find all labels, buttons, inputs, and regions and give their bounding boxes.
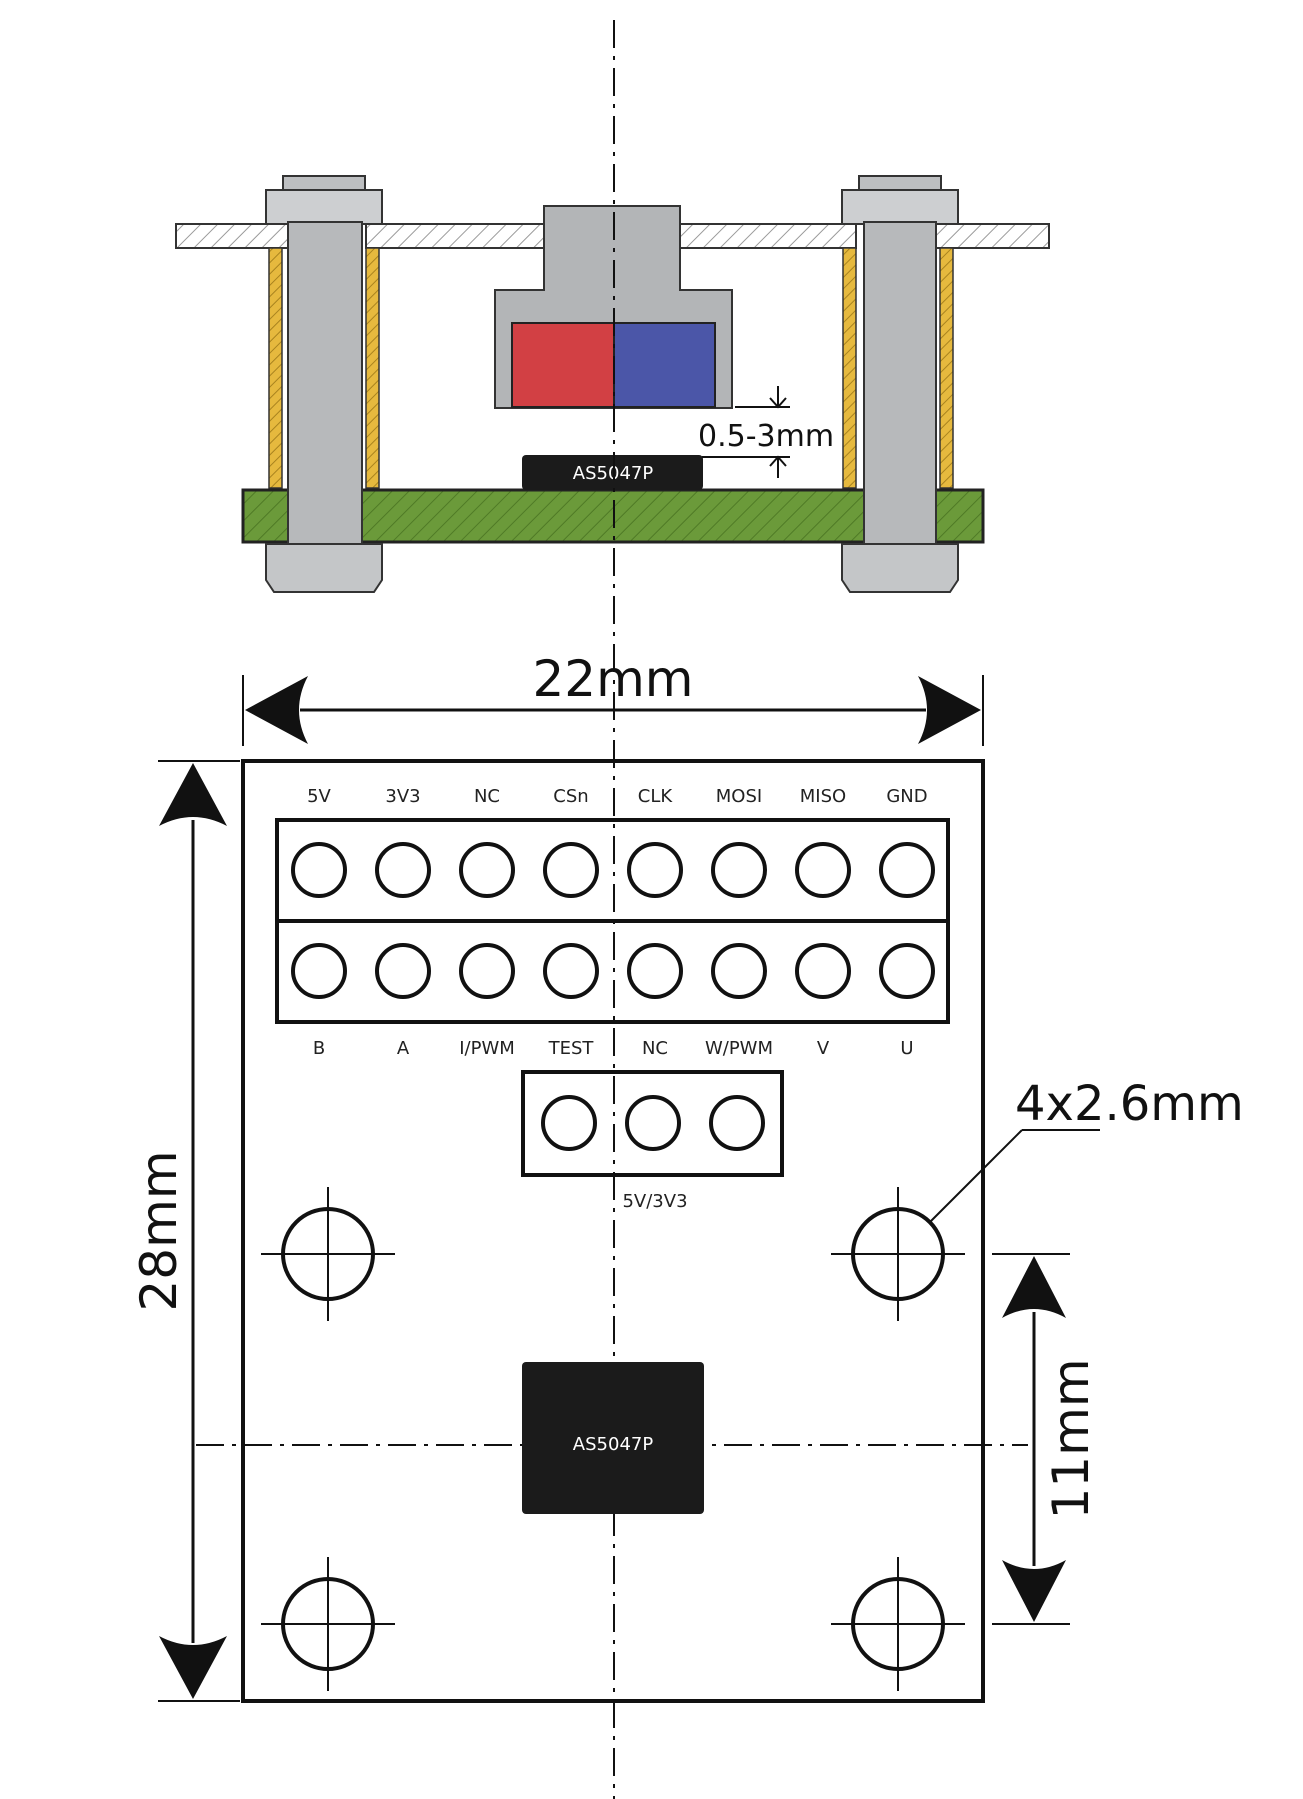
height-dimension	[158, 760, 240, 1702]
pin-hole	[711, 842, 767, 898]
sensor-chip-top-label: AS5047P	[573, 1434, 654, 1455]
hole-leader	[929, 1129, 1100, 1223]
screw-left	[265, 175, 383, 593]
bottom-pin-label: I/PWM	[459, 1038, 515, 1059]
air-gap-dimension	[702, 386, 790, 478]
air-gap-label: 0.5-3mm	[698, 419, 834, 454]
jumper-pin	[625, 1095, 681, 1151]
top-pin-label: 5V	[307, 786, 331, 807]
pin-hole	[627, 842, 683, 898]
screw-right	[841, 175, 959, 593]
pin-hole	[543, 943, 599, 999]
mounting-hole	[831, 1187, 965, 1321]
jumper-header	[521, 1070, 784, 1177]
sensor-chip-top	[522, 1362, 704, 1514]
mounting-hole	[261, 1557, 395, 1691]
pin-hole	[627, 943, 683, 999]
top-plate-right	[934, 223, 1050, 249]
bottom-pin-label: U	[900, 1038, 913, 1059]
bottom-pin-label: TEST	[548, 1038, 595, 1059]
height-label: 28mm	[130, 1150, 188, 1311]
pin-hole	[543, 842, 599, 898]
pin-hole	[879, 842, 935, 898]
pin-hole	[459, 842, 515, 898]
top-pin-label: MISO	[800, 786, 846, 807]
pin-hole	[375, 943, 431, 999]
offset-dimension	[992, 1253, 1070, 1625]
top-pin-label: CLK	[638, 786, 674, 807]
pin-holes	[291, 842, 935, 999]
spacer-left-inner	[365, 247, 380, 489]
width-label: 22mm	[532, 650, 693, 708]
top-pin-label: 3V3	[385, 786, 420, 807]
top-plate-left	[175, 223, 289, 249]
bottom-pin-label: W/PWM	[705, 1038, 773, 1059]
mounting-hole	[831, 1557, 965, 1691]
sensor-chip-side	[522, 455, 703, 490]
offset-label: 11mm	[1042, 1358, 1100, 1519]
top-pin-label: MOSI	[716, 786, 762, 807]
magnet-north-half	[511, 322, 615, 408]
pin-hole	[375, 842, 431, 898]
hole-size-label: 4x2.6mm	[1015, 1076, 1244, 1132]
width-dimension	[242, 675, 984, 746]
spacer-right-inner	[939, 247, 954, 489]
spacer-left-outer	[268, 247, 283, 489]
spacer-right-outer	[842, 247, 857, 489]
pcb-outline	[241, 759, 985, 1703]
bottom-pin-label: NC	[642, 1038, 668, 1059]
top-view: 22mm 28mm 5V 3V3 NC CSn CLK MOSI MISO GN…	[130, 650, 1244, 1703]
pin-hole	[879, 943, 935, 999]
bottom-pin-label: V	[817, 1038, 830, 1059]
pin-hole	[795, 943, 851, 999]
pin-hole	[291, 943, 347, 999]
top-pin-label: NC	[474, 786, 500, 807]
magnet-south-half	[613, 322, 716, 408]
jumper-pin	[709, 1095, 765, 1151]
mounting-hole	[261, 1187, 395, 1321]
pin-hole	[291, 842, 347, 898]
bottom-pin-label: B	[313, 1038, 325, 1059]
jumper-label: 5V/3V3	[622, 1191, 687, 1212]
top-pin-label: CSn	[553, 786, 588, 807]
bottom-pin-label: A	[397, 1038, 410, 1059]
top-pin-label: GND	[886, 786, 927, 807]
pin-hole	[711, 943, 767, 999]
pin-hole	[459, 943, 515, 999]
side-view: AS5047P 0.5-3mm	[175, 175, 1050, 593]
jumper-pin	[541, 1095, 597, 1151]
pin-hole	[795, 842, 851, 898]
